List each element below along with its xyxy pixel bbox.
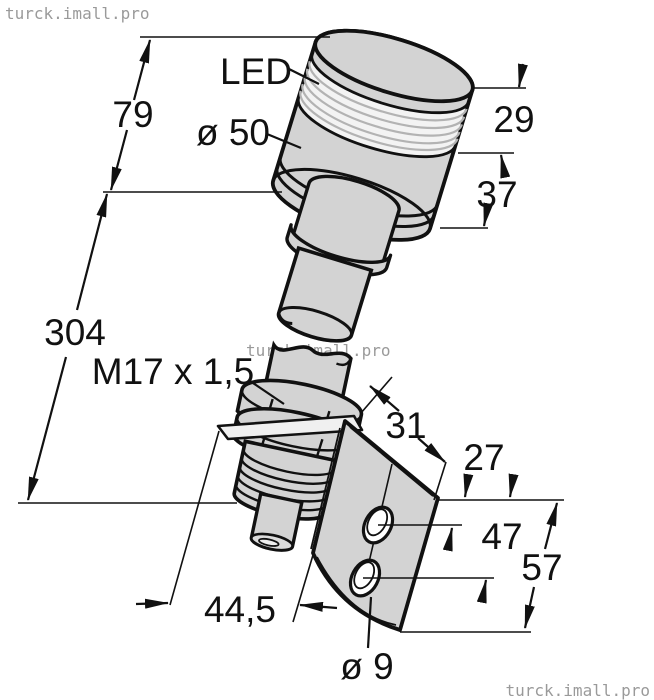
- bracket-top-plate: [216, 414, 364, 441]
- led-lens-band: [296, 53, 471, 159]
- dim-37-label: 37: [476, 174, 517, 215]
- dim-47: [442, 527, 488, 604]
- watermark-bottom-right: turck.imall.pro: [506, 681, 651, 700]
- bracket-edge-sliver: [310, 427, 341, 550]
- dim-31: [369, 385, 446, 463]
- dia50-leader: [266, 132, 302, 150]
- stem-break-curl-lower: [335, 357, 352, 367]
- watermark-top-left: turck.imall.pro: [5, 4, 150, 23]
- dim-29: [499, 63, 528, 179]
- dim-27-label: 27: [463, 437, 504, 478]
- dim-44-5: [135, 598, 338, 612]
- lens-ridge: [299, 90, 459, 152]
- dim-57: [523, 502, 559, 629]
- led-leader: [286, 67, 320, 85]
- dim-47-label: 47: [481, 516, 522, 557]
- bracket-bottom-sliver: [316, 556, 397, 626]
- dim-37: [482, 202, 494, 227]
- hole-diameter-label: ø 9: [340, 646, 393, 687]
- dim-27: [463, 473, 519, 498]
- thread-line: [240, 457, 335, 485]
- thread-spec-leader: [249, 380, 285, 405]
- dim-79: [109, 39, 152, 191]
- dim-29-label: 29: [493, 99, 534, 140]
- stem-break-curl: [277, 312, 293, 326]
- leader-lines: [249, 67, 373, 649]
- indicator-upper-assembly: [270, 28, 475, 343]
- dim-31-label: 31: [385, 405, 426, 446]
- lens-ridge: [301, 83, 461, 145]
- lens-ridge: [305, 68, 466, 130]
- dia9-leader: [366, 596, 373, 649]
- led-label: LED: [220, 51, 292, 92]
- dim-79-label: 79: [112, 94, 153, 135]
- head-top-cap: [313, 28, 475, 104]
- thread-spec-label: M17 x 1,5: [92, 351, 254, 392]
- dim-304: [26, 193, 109, 501]
- dim-57-label: 57: [521, 547, 562, 588]
- lens-ridge: [308, 60, 468, 122]
- bracket-fold-sliver: [349, 426, 434, 497]
- dim-44-5-label: 44,5: [204, 589, 276, 630]
- lens-ridge: [303, 76, 463, 137]
- head-diameter-label: ø 50: [196, 112, 270, 153]
- dimension-lines: [26, 39, 559, 629]
- sensor-tip-core: [258, 537, 280, 547]
- dim-304-label: 304: [44, 312, 106, 353]
